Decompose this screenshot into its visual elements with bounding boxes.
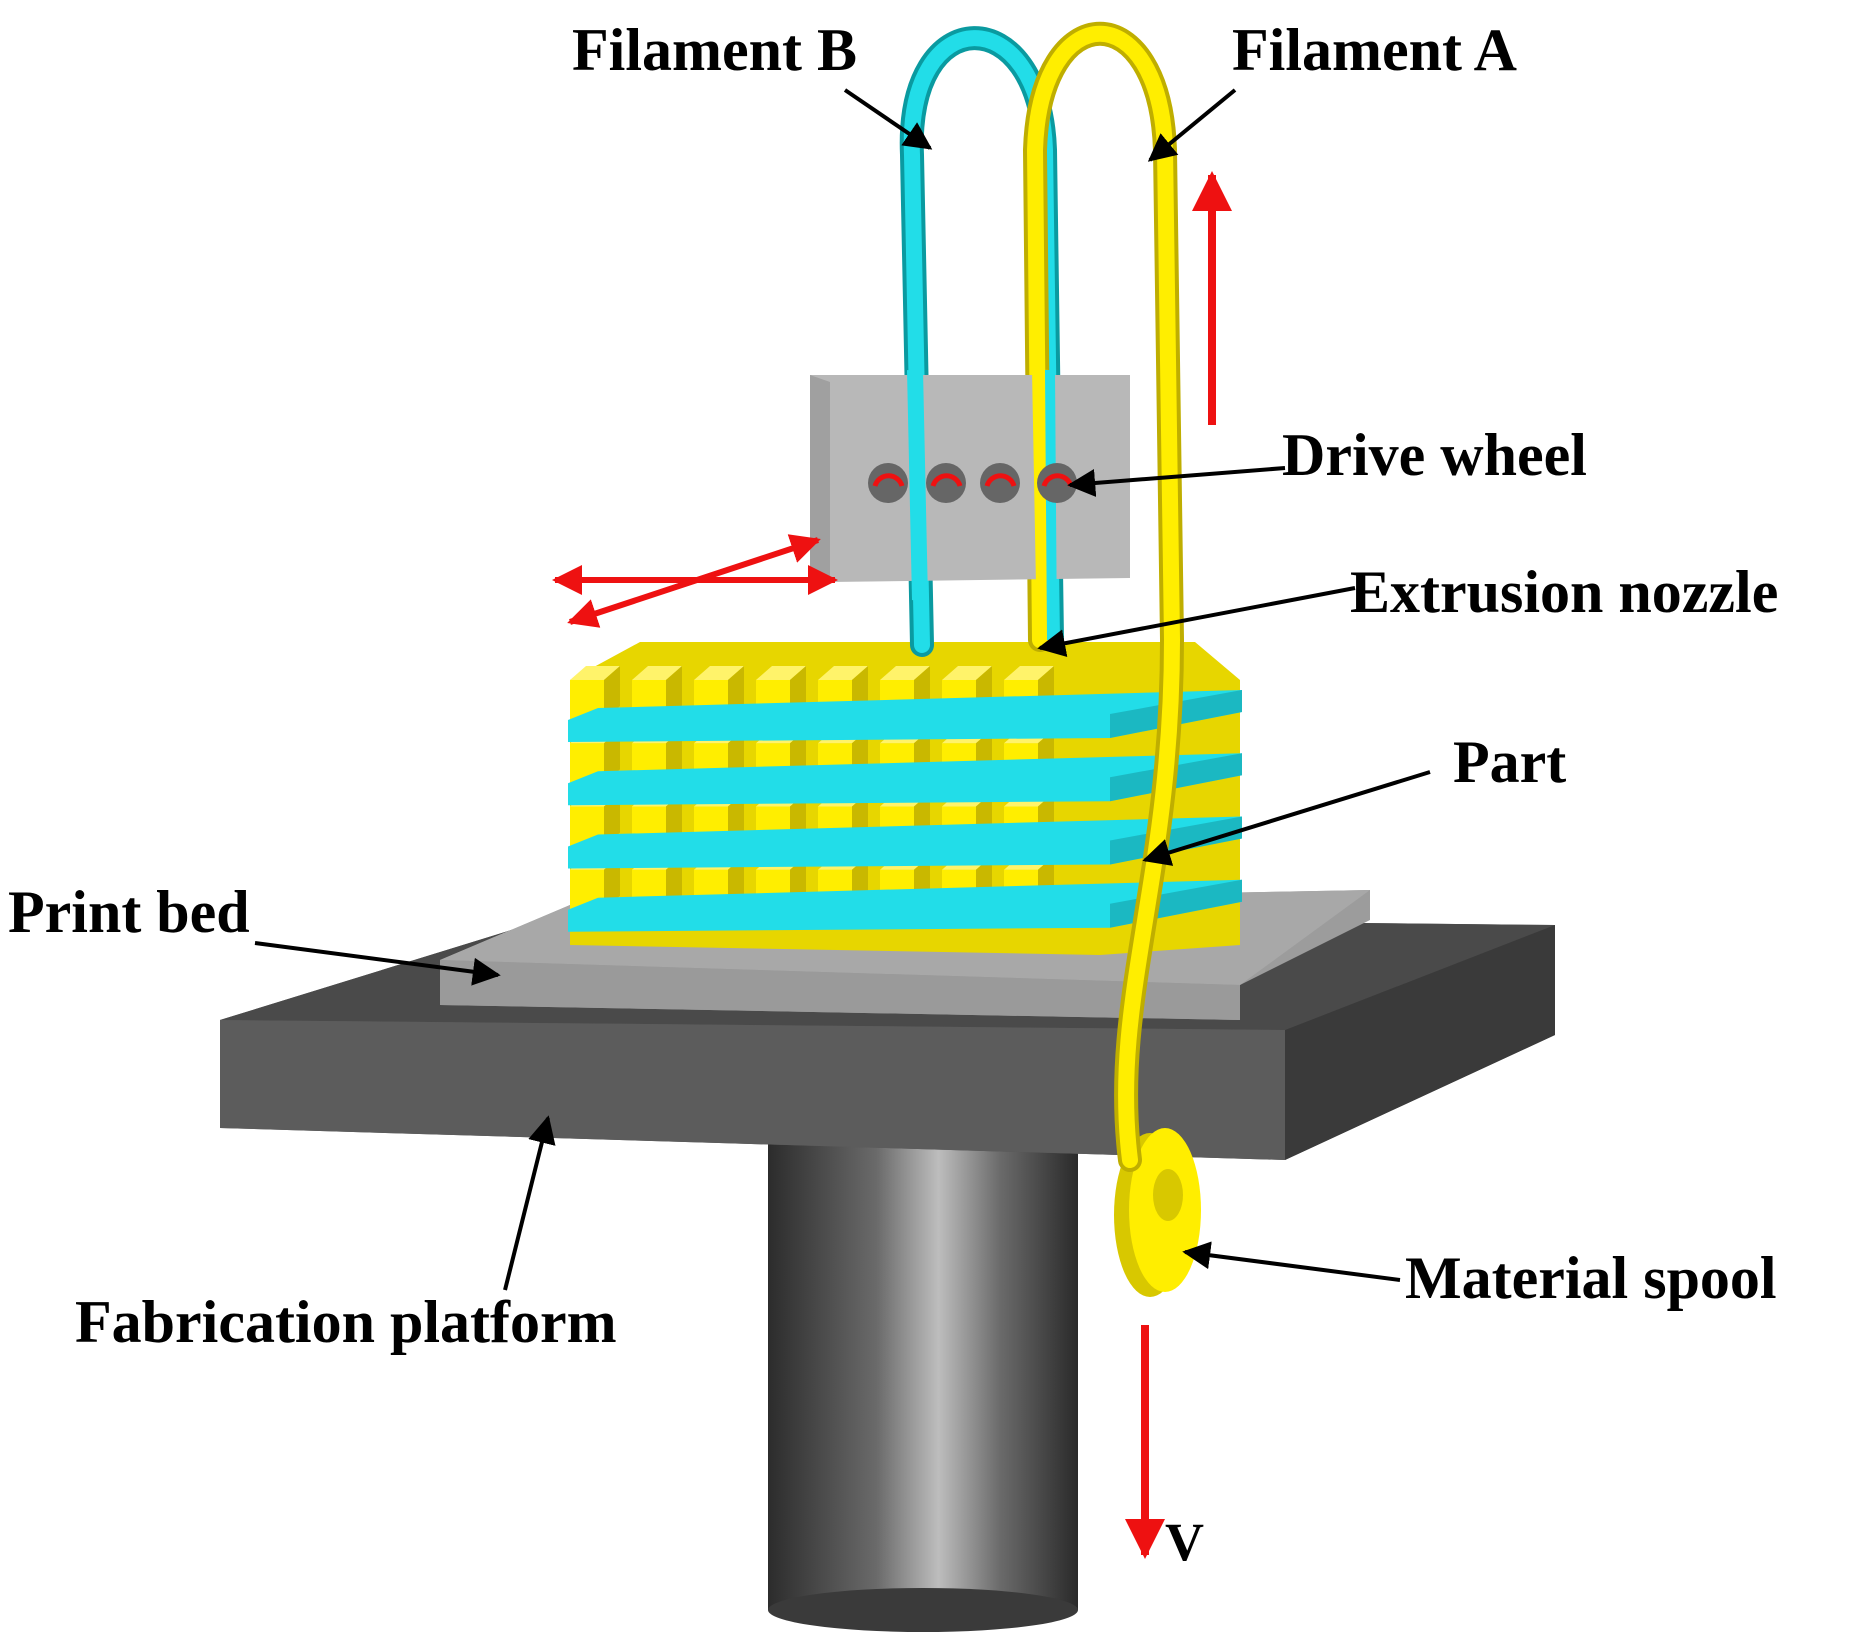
part-rod-side	[604, 666, 620, 720]
drive-wheels	[868, 463, 1077, 503]
part-rod-top	[632, 666, 682, 680]
label-filament-b: Filament B	[572, 17, 857, 83]
platform-column	[768, 1140, 1078, 1632]
part-slab	[568, 690, 1242, 742]
part-slab	[568, 753, 1242, 806]
label-velocity: V	[1165, 1512, 1204, 1572]
label-part: Part	[1453, 729, 1566, 795]
drive-wheel-block	[810, 375, 1130, 582]
filament-front-segments	[907, 369, 1057, 641]
label-extrusion-nozzle: Extrusion nozzle	[1350, 559, 1778, 625]
part-rod-side	[604, 729, 620, 784]
part-slab	[568, 879, 1242, 932]
part-rod-side	[604, 792, 620, 847]
part-rod-top	[880, 666, 930, 680]
label-filament-a: Filament A	[1232, 17, 1517, 83]
part-rod-top	[1004, 666, 1054, 680]
part-rod-top	[942, 666, 992, 680]
label-fabrication-platform: Fabrication platform	[75, 1289, 617, 1355]
part-slab	[568, 816, 1242, 869]
part-rod-top	[756, 666, 806, 680]
part-rod-side	[604, 855, 620, 910]
filament-a	[1022, 22, 1185, 1172]
label-print-bed: Print bed	[8, 879, 250, 945]
leader-lines	[254, 88, 1431, 1291]
motion-arrows	[552, 171, 1232, 1559]
part-rod-top	[694, 666, 744, 680]
part-rod-top	[570, 666, 620, 680]
label-drive-wheel: Drive wheel	[1282, 422, 1587, 488]
label-material-spool: Material spool	[1405, 1245, 1777, 1311]
part-rod-top	[818, 666, 868, 680]
